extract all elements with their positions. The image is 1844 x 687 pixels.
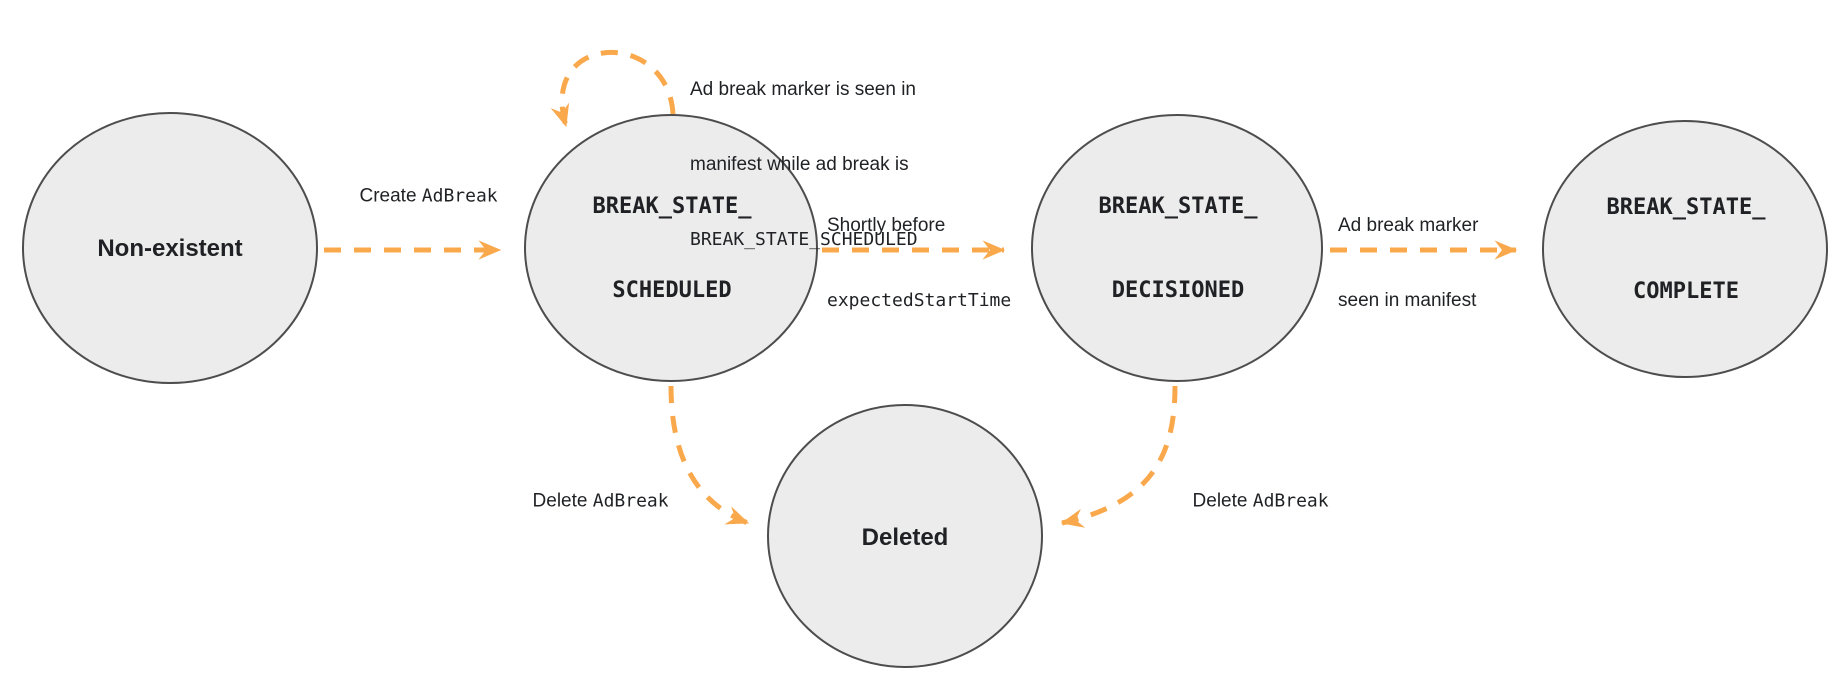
state-label-line: COMPLETE: [1633, 279, 1739, 304]
delete-adbreak-right-transition-label: Delete AdBreak: [1171, 464, 1329, 539]
state-label-break-state-complete: BREAK_STATE_ COMPLETE: [1607, 138, 1766, 362]
state-circle-deleted: [767, 404, 1043, 668]
label-text: Create: [359, 185, 422, 207]
state-circle-non-existent: [22, 112, 318, 384]
label-line: Ad break marker is seen in: [690, 79, 916, 100]
state-label-line: SCHEDULED: [612, 278, 732, 303]
label-text: Delete: [1192, 490, 1253, 512]
state-label-line: DECISIONED: [1111, 278, 1245, 303]
label-line: Ad break marker: [1338, 215, 1479, 236]
label-code-text: AdBreak: [592, 490, 669, 512]
transition-self-loop-arrow: [550, 50, 676, 128]
label-code-text: AdBreak: [1252, 490, 1329, 512]
self-loop-transition-label: Ad break marker is seen in manifest whil…: [690, 27, 918, 302]
label-line: seen in manifest: [1338, 290, 1477, 311]
state-circle-break-state-decisioned: [1031, 114, 1323, 382]
delete-adbreak-left-transition-label: Delete AdBreak: [511, 464, 669, 539]
decision-transition-label: Shortly before expectedStartTime: [827, 163, 1011, 363]
state-label-non-existent: Non-existent: [97, 235, 243, 262]
create-adbreak-transition-label: Create AdBreak: [338, 159, 497, 234]
state-label-break-state-scheduled: BREAK_STATE_ SCHEDULED: [593, 137, 752, 361]
label-code-line: BREAK_STATE_SCHEDULED: [690, 229, 918, 250]
state-circle-break-state-complete: [1542, 120, 1828, 378]
state-label-break-state-decisioned: BREAK_STATE_ DECISIONED: [1099, 137, 1258, 361]
state-label-deleted: Deleted: [861, 524, 949, 551]
label-text: Delete: [532, 490, 593, 512]
label-line: Shortly before: [827, 215, 946, 236]
transition-delete-left-arrow: [668, 385, 750, 526]
state-label-line: BREAK_STATE_: [1606, 195, 1766, 220]
label-code-line: expectedStartTime: [827, 290, 1012, 311]
label-line: manifest while ad break is: [690, 154, 909, 175]
state-circle-break-state-scheduled: [524, 114, 818, 382]
transition-delete-right-arrow: [1060, 385, 1178, 528]
state-label-line: BREAK_STATE_: [1098, 194, 1258, 219]
complete-transition-label: Ad break marker seen in manifest: [1338, 163, 1478, 363]
state-label-line: BREAK_STATE_: [592, 194, 752, 219]
label-code-text: AdBreak: [421, 185, 498, 207]
